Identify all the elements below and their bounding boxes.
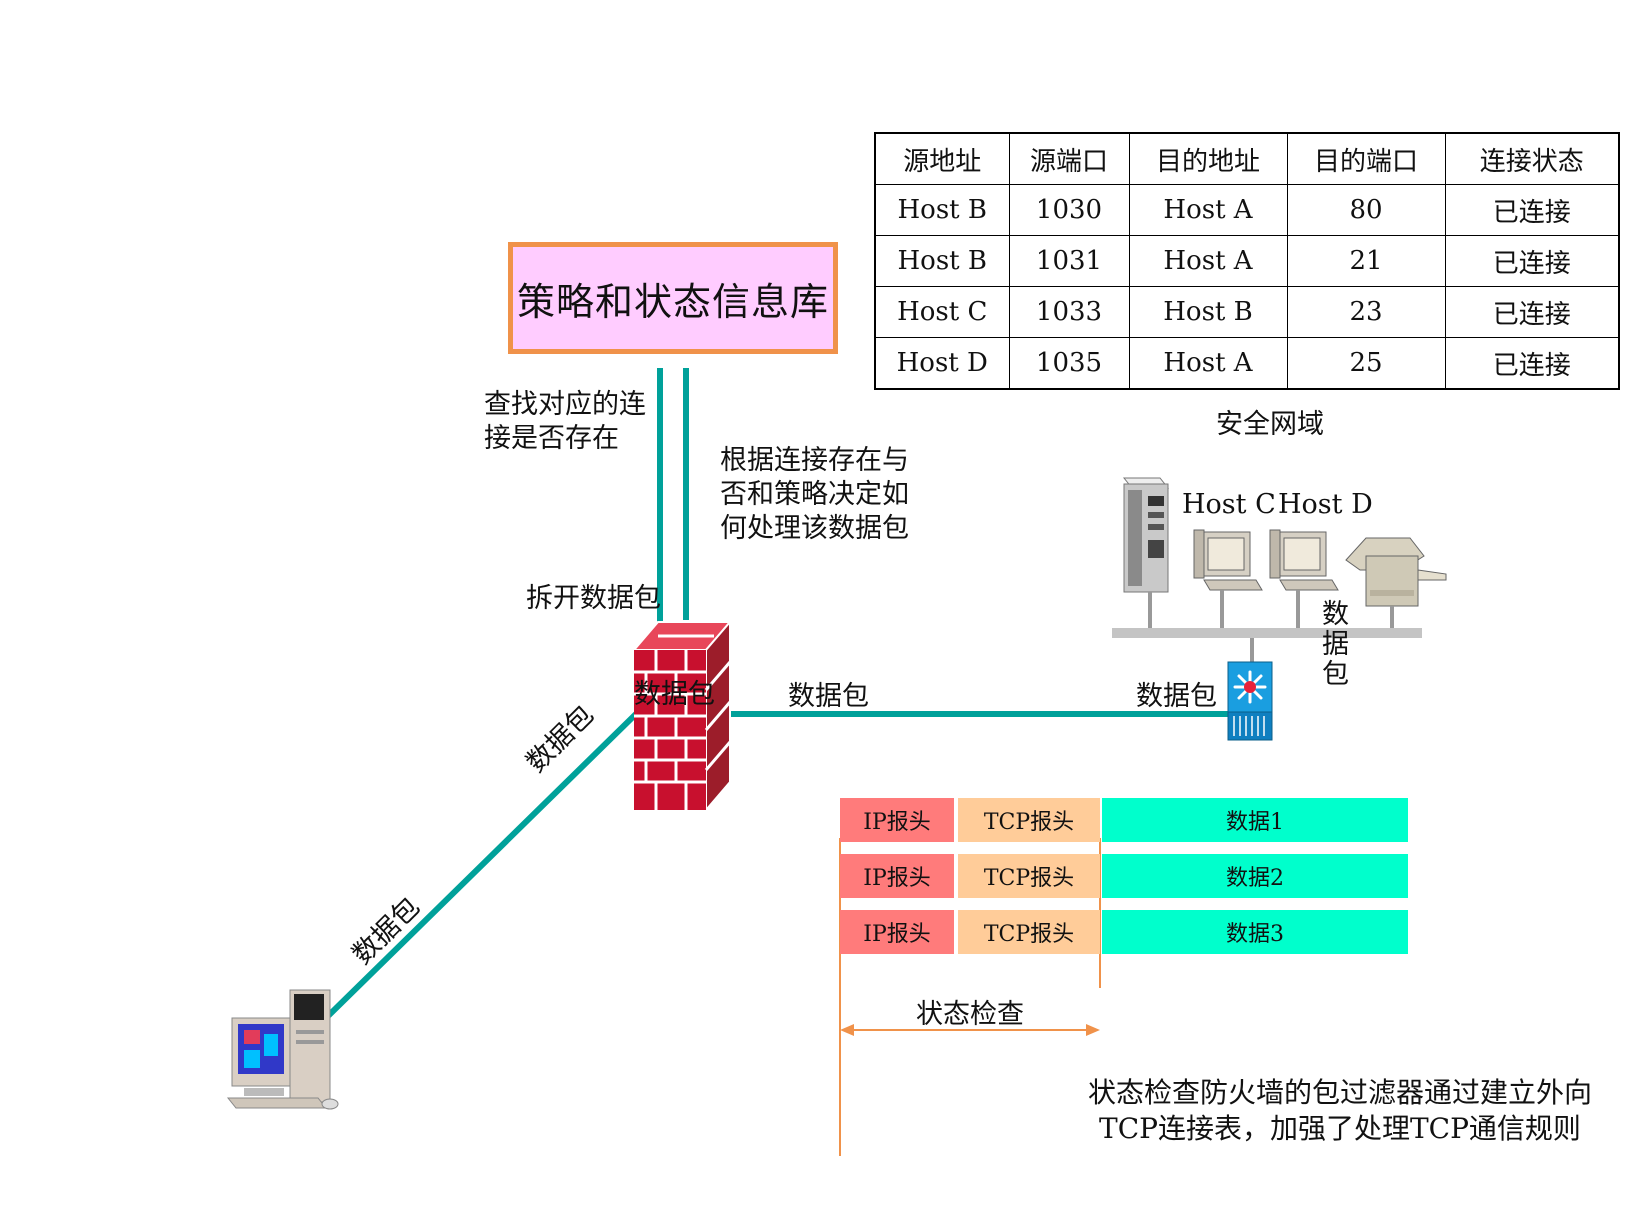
cell: 已连接 xyxy=(1444,184,1620,236)
workstation-icon xyxy=(226,989,339,1110)
lan-bus xyxy=(1112,628,1422,638)
lookup-label: 查找对应的连 接是否存在 xyxy=(484,388,646,456)
cell: Host B xyxy=(874,184,1010,236)
vertical-packet-char: 包 xyxy=(1322,659,1349,690)
table-row: Host C 1033 Host B 23 已连接 xyxy=(874,286,1620,338)
arrow-head-right xyxy=(1086,1024,1100,1036)
lookup-label-line1: 查找对应的连 xyxy=(484,389,646,420)
explanation-line1: 状态检查防火墙的包过滤器通过建立外向 xyxy=(1087,1076,1592,1109)
vertical-packet-label: 数 据 包 xyxy=(1322,600,1349,690)
cell: 21 xyxy=(1286,235,1446,287)
packet-3-tcp-header: TCP报头 xyxy=(958,910,1100,954)
connection-table: 源地址 源端口 目的地址 目的端口 连接状态 Host B 1030 Host … xyxy=(874,132,1620,390)
header-src-addr: 源地址 xyxy=(874,132,1010,185)
monitor-icon xyxy=(1193,529,1263,630)
cell: Host C xyxy=(874,286,1010,338)
header-state: 连接状态 xyxy=(1444,132,1620,185)
packet-3-data: 数据3 xyxy=(1102,910,1408,954)
policy-state-db: 策略和状态信息库 xyxy=(508,242,838,354)
cell: Host B xyxy=(1128,286,1288,338)
vertical-packet-char: 据 xyxy=(1322,629,1349,660)
table-row: Host B 1030 Host A 80 已连接 xyxy=(874,184,1620,236)
cell: Host A xyxy=(1128,184,1288,236)
unpack-label: 拆开数据包 xyxy=(526,583,661,614)
packet-2-ip-header: IP报头 xyxy=(840,854,954,898)
workstation-firewall-link xyxy=(323,707,643,1021)
lookup-label-line2: 接是否存在 xyxy=(484,423,619,454)
header-dst-addr: 目的地址 xyxy=(1128,132,1288,185)
stateful-check-label: 状态检查 xyxy=(916,999,1024,1030)
secure-zone-label: 安全网域 xyxy=(1216,409,1324,440)
link-packet-label: 数据包 xyxy=(788,681,869,712)
cell: 23 xyxy=(1286,286,1446,338)
cell: 已连接 xyxy=(1444,286,1620,338)
explanation-note: 状态检查防火墙的包过滤器通过建立外向 TCP连接表，加强了处理TCP通信规则 xyxy=(1060,1075,1620,1147)
cell: 1033 xyxy=(1008,286,1130,338)
firewall-icon xyxy=(631,619,733,813)
cell: 1031 xyxy=(1008,235,1130,287)
cell: Host D xyxy=(874,337,1010,390)
packet-2-data: 数据2 xyxy=(1102,854,1408,898)
table-row: Host D 1035 Host A 25 已连接 xyxy=(874,337,1620,390)
explanation-line2: TCP连接表，加强了处理TCP通信规则 xyxy=(1099,1112,1581,1145)
monitor-icon xyxy=(1269,529,1339,630)
server-icon xyxy=(1122,477,1170,630)
decision-label: 根据连接存在与 否和策略决定如 何处理该数据包 xyxy=(720,444,909,546)
header-src-port: 源端口 xyxy=(1008,132,1130,185)
table-header-row: 源地址 源端口 目的地址 目的端口 连接状态 xyxy=(874,132,1620,185)
packet-1-ip-header: IP报头 xyxy=(840,798,954,842)
decision-label-line2: 否和策略决定如 xyxy=(720,479,909,510)
cell: 1030 xyxy=(1008,184,1130,236)
decision-label-line1: 根据连接存在与 xyxy=(720,445,909,476)
host-d-label: Host D xyxy=(1278,489,1373,520)
switch-icon xyxy=(1227,661,1273,741)
cell: 1035 xyxy=(1008,337,1130,390)
cell: 已连接 xyxy=(1444,337,1620,390)
table-row: Host B 1031 Host A 21 已连接 xyxy=(874,235,1620,287)
cell: 25 xyxy=(1286,337,1446,390)
host-c-label: Host C xyxy=(1182,489,1276,520)
arrow-head-left xyxy=(840,1024,854,1036)
firewall-packet-label: 数据包 xyxy=(634,679,715,710)
switch-packet-label: 数据包 xyxy=(1136,681,1217,712)
header-dst-port: 目的端口 xyxy=(1286,132,1446,185)
cell: Host A xyxy=(1128,337,1288,390)
printer-icon xyxy=(1345,537,1447,630)
packet-1-tcp-header: TCP报头 xyxy=(958,798,1100,842)
cell: Host B xyxy=(874,235,1010,287)
cell: 已连接 xyxy=(1444,235,1620,287)
vertical-packet-char: 数 xyxy=(1322,599,1349,630)
packet-3-ip-header: IP报头 xyxy=(840,910,954,954)
decision-label-line3: 何处理该数据包 xyxy=(720,513,909,544)
packet-1-data: 数据1 xyxy=(1102,798,1408,842)
cell: 80 xyxy=(1286,184,1446,236)
packet-2-tcp-header: TCP报头 xyxy=(958,854,1100,898)
cell: Host A xyxy=(1128,235,1288,287)
